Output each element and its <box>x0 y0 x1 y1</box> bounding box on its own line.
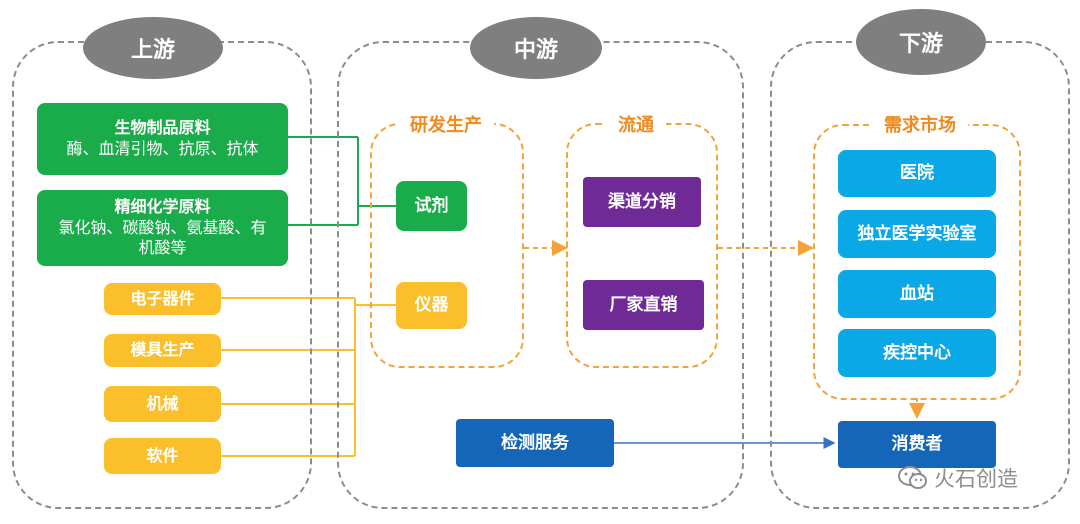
rd-item-instrument: 仪器 <box>396 282 467 329</box>
circulation-item-distribution: 渠道分销 <box>583 177 701 227</box>
circulation-group <box>566 123 718 368</box>
connector-materials-reagent <box>288 136 396 226</box>
component-machinery: 机械 <box>104 386 221 422</box>
rd-group <box>370 123 524 368</box>
upstream-title: 上游 <box>83 17 223 79</box>
midstream-title: 中游 <box>470 17 602 79</box>
material-bio-desc: 酶、血清引物、抗原、抗体 <box>66 139 259 158</box>
circulation-item-direct: 厂家直销 <box>583 280 704 330</box>
connector-components-instrument <box>221 297 396 457</box>
downstream-title: 下游 <box>856 9 986 75</box>
component-electronics: 电子器件 <box>104 283 221 315</box>
material-chem-title: 精细化学原料 <box>114 196 211 216</box>
material-box-bio: 生物制品原料 酶、血清引物、抗原、抗体 <box>37 103 288 175</box>
consumer-box: 消费者 <box>838 421 996 468</box>
watermark: 火石创造 <box>898 463 1068 493</box>
component-mold: 模具生产 <box>104 334 221 367</box>
demand-item-independent-lab: 独立医学实验室 <box>838 210 996 258</box>
material-box-chem: 精细化学原料 氯化钠、碳酸钠、氨基酸、有机酸等 <box>37 190 288 266</box>
demand-item-hospital: 医院 <box>838 150 996 197</box>
demand-item-cdc: 疾控中心 <box>838 329 996 377</box>
demand-label: 需求市场 <box>872 111 968 136</box>
rd-label: 研发生产 <box>398 111 494 136</box>
wechat-icon <box>898 466 927 489</box>
watermark-text: 火石创造 <box>934 467 1018 491</box>
component-software: 软件 <box>104 438 221 474</box>
circulation-label: 流通 <box>606 111 666 136</box>
demand-item-blood-station: 血站 <box>838 270 996 318</box>
rd-item-reagent: 试剂 <box>396 181 467 231</box>
material-chem-desc: 氯化钠、碳酸钠、氨基酸、有机酸等 <box>58 217 267 258</box>
material-bio-title: 生物制品原料 <box>114 118 211 138</box>
testing-service-box: 检测服务 <box>456 419 614 467</box>
